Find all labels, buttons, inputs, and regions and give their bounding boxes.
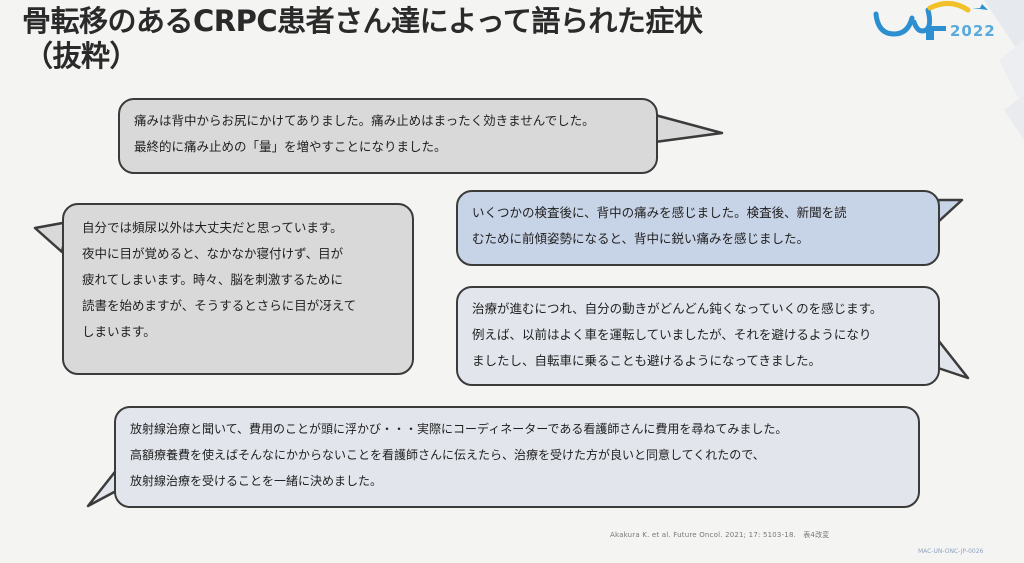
decorative-triangles <box>984 0 1024 140</box>
quote-line: 放射線治療を受けることを一緒に決めました。 <box>130 474 383 488</box>
quote-line: いくつかの検査後に、背中の痛みを感じました。検査後、新聞を読 <box>472 205 847 220</box>
quote-line: 夜中に目が覚めると、なかなか寝付けず、目が <box>82 246 344 261</box>
quote-bubble-1: 痛みは背中からお尻にかけてありました。痛み止めはまったく効きませんでした。 最終… <box>118 98 658 174</box>
title-line-2: （抜粋） <box>24 39 139 73</box>
quote-line: ましたし、自転車に乗ることも避けるようになってきました。 <box>472 353 822 368</box>
title-line-1: 骨転移のあるCRPC患者さん達によって語られた症状 <box>22 4 703 38</box>
quote-line: 痛みは背中からお尻にかけてありました。痛み止めはまったく効きませんでした。 <box>134 113 595 128</box>
quote-bubble-2: 自分では頻尿以外は大丈夫だと思っています。 夜中に目が覚めると、なかなか寝付けず… <box>62 203 414 375</box>
conference-logo-icon <box>873 1 988 40</box>
document-code: MAC-UN-ONC-JP-0026 <box>918 548 984 555</box>
quote-line: 自分では頻尿以外は大丈夫だと思っています。 <box>82 220 343 235</box>
quote-bubble-4: 治療が進むにつれ、自分の動きがどんどん鈍くなっていくのを感じます。 例えば、以前… <box>456 286 940 386</box>
quote-line: 例えば、以前はよく車を運転していましたが、それを避けるようになり <box>472 327 872 342</box>
quote-line: 治療が進むにつれ、自分の動きがどんどん鈍くなっていくのを感じます。 <box>472 301 883 316</box>
quote-line: むために前傾姿勢になると、背中に鋭い痛みを感じました。 <box>472 231 810 246</box>
quote-bubble-3: いくつかの検査後に、背中の痛みを感じました。検査後、新聞を読 むために前傾姿勢に… <box>456 190 940 266</box>
slide-title: 骨転移のあるCRPC患者さん達によって語られた症状 （抜粋） <box>22 4 862 74</box>
quote-line: 放射線治療と聞いて、費用のことが頭に浮かび・・・実際にコーディネーターである看護… <box>130 422 788 436</box>
quote-line: 疲れてしまいます。時々、脳を刺激するために <box>82 272 343 287</box>
quote-line: 最終的に痛み止めの「量」を増やすことになりました。 <box>134 139 447 154</box>
citation: Akakura K. et al. Future Oncol. 2021; 17… <box>610 531 830 539</box>
quote-line: しまいます。 <box>82 324 156 339</box>
quote-bubble-5: 放射線治療と聞いて、費用のことが頭に浮かび・・・実際にコーディネーターである看護… <box>114 406 920 508</box>
logo-year: 2022 <box>950 22 996 40</box>
quote-line: 読書を始めますが、そうするとさらに目が冴えて <box>82 298 357 313</box>
quote-line: 高額療養費を使えばそんなにかからないことを看護師さんに伝えたら、治療を受けた方が… <box>130 448 765 462</box>
